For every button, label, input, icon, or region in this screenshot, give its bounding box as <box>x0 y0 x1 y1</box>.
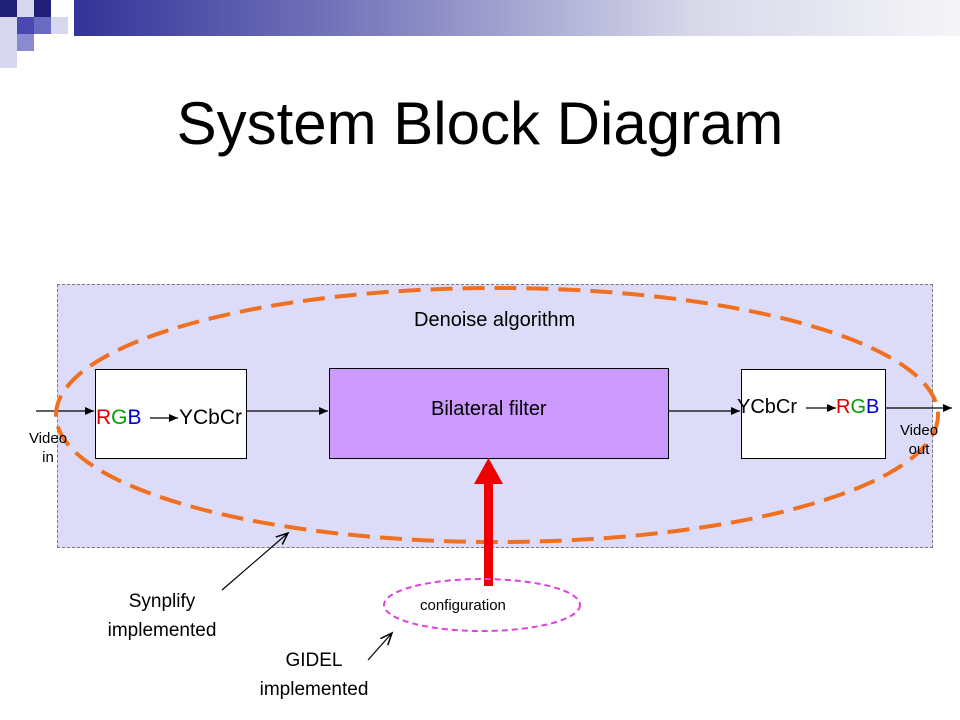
synplify-label: Synplify implemented <box>82 587 242 645</box>
rgb-in-label: RGB <box>96 406 142 430</box>
rgb-in-r: R <box>96 406 112 429</box>
bilateral-filter-block <box>329 368 669 459</box>
synplify-line-1: Synplify <box>128 591 196 612</box>
video-in-line-2: in <box>42 449 54 466</box>
corner-square-navy-4 <box>17 34 34 51</box>
config-arrow-shaft <box>484 482 493 586</box>
page-title: System Block Diagram <box>176 90 784 157</box>
synplify-pointer <box>221 533 288 591</box>
rgb-in-g: G <box>111 406 128 429</box>
rgb-out-b: B <box>866 396 880 418</box>
header-gradient-bar <box>74 0 960 36</box>
corner-square-blue <box>17 17 34 34</box>
video-out-line-1: Video <box>899 422 939 439</box>
corner-square-lavender-3 <box>0 34 17 51</box>
gidel-line-1: GIDEL <box>285 650 343 671</box>
rgb-out-label: RGB <box>836 396 879 419</box>
ycbcr-out-label: YCbCr <box>737 396 798 418</box>
video-out-line-2: out <box>908 441 930 458</box>
configuration-ellipse <box>383 578 581 632</box>
corner-square-navy-5 <box>0 51 17 68</box>
bilateral-filter-label: Bilateral filter <box>431 398 547 420</box>
video-in-label: Video in <box>22 429 74 467</box>
corner-square-navy-3 <box>34 17 51 34</box>
denoise-algorithm-label: Denoise algorithm <box>414 309 576 331</box>
video-in-line-1: Video <box>28 430 68 447</box>
corner-square-lavender-2 <box>0 17 17 34</box>
gidel-label: GIDEL implemented <box>234 646 394 704</box>
gidel-pointer <box>367 633 392 661</box>
corner-square-lavender-4 <box>51 17 68 34</box>
configuration-label: configuration <box>420 597 506 614</box>
rgb-out-g: G <box>850 396 867 418</box>
video-out-label: Video out <box>889 421 949 459</box>
gidel-line-2: implemented <box>259 679 369 700</box>
corner-square-lavender-1 <box>17 0 34 17</box>
rgb-out-r: R <box>836 396 851 418</box>
rgb-in-b: B <box>127 406 142 429</box>
corner-square-navy-2 <box>34 0 51 17</box>
synplify-line-2: implemented <box>107 620 217 641</box>
ycbcr-in-label: YCbCr <box>179 406 243 429</box>
fpga-ellipse <box>54 286 940 544</box>
corner-square-navy-1 <box>0 0 17 17</box>
config-arrow-head <box>474 458 503 484</box>
ycbcr-to-rgb-block <box>741 369 886 459</box>
